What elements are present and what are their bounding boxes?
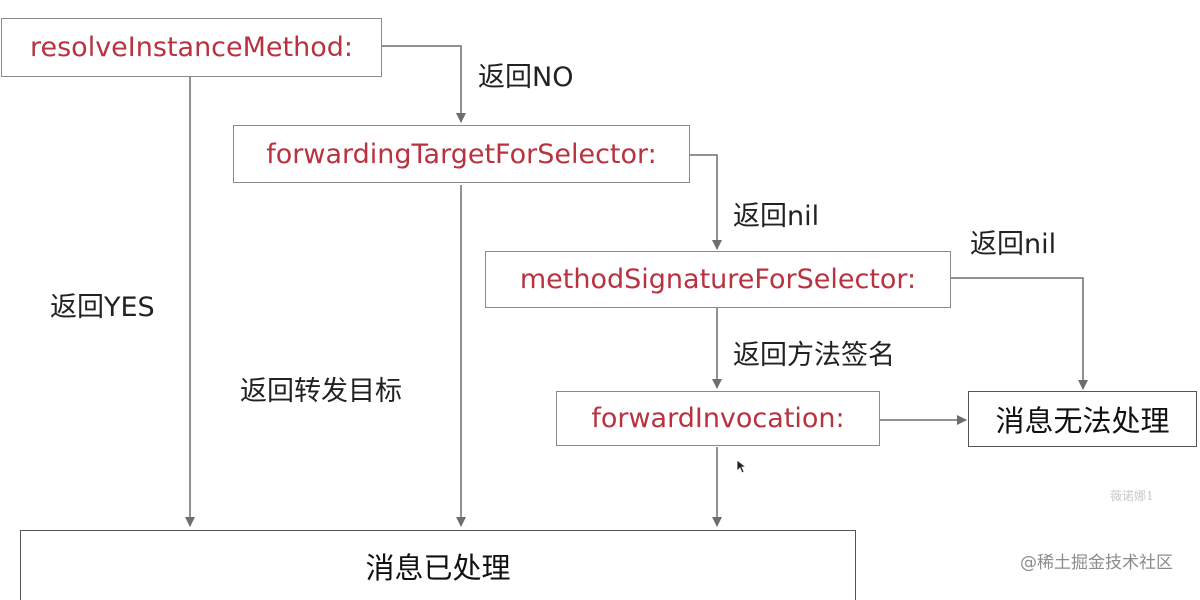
label-return-no: 返回NO: [478, 62, 574, 93]
flow-arrows: [185, 45, 1088, 527]
arrow-forwarding-to-signature: [690, 154, 722, 250]
arrow-signature-to-cannot: [951, 277, 1088, 390]
mouse-cursor-icon: [736, 459, 748, 474]
label-return-yes: 返回YES: [50, 292, 155, 323]
author-watermark: 薇诺娜1: [1110, 489, 1154, 503]
node-cannot-handle: 消息无法处理: [968, 391, 1197, 447]
label-return-nil-1: 返回nil: [733, 201, 820, 232]
label-return-signature: 返回方法签名: [733, 340, 895, 371]
node-forwarding-target: forwardingTargetForSelector:: [233, 125, 690, 183]
label-return-nil-2: 返回nil: [970, 229, 1057, 260]
node-resolve-instance-method: resolveInstanceMethod:: [1, 18, 382, 77]
label-return-target: 返回转发目标: [240, 376, 402, 407]
node-message-handled: 消息已处理: [20, 530, 856, 600]
node-method-signature: methodSignatureForSelector:: [485, 251, 951, 308]
arrow-resolve-to-forwarding: [382, 45, 466, 123]
site-watermark: @稀土掘金技术社区: [1020, 553, 1173, 573]
node-forward-invocation: forwardInvocation:: [556, 391, 880, 446]
